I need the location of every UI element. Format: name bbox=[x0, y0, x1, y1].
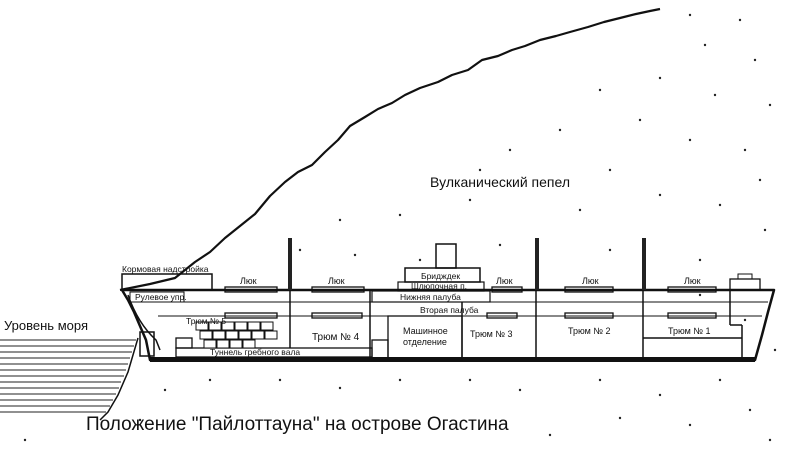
lower-deck-block bbox=[371, 290, 491, 303]
forecastle bbox=[729, 278, 761, 291]
mast-fwd-2 bbox=[642, 238, 646, 290]
funnel bbox=[435, 243, 457, 269]
volcanic-ash-label: Вулканический пепел bbox=[430, 174, 570, 190]
engine-room-label-2: отделение bbox=[403, 337, 447, 347]
bridge-deck-label: Бридждек bbox=[421, 271, 460, 281]
boat-deck-label: Шлюпочная п. bbox=[411, 281, 467, 291]
stern-superstructure-label: Кормовая надстройка bbox=[122, 264, 209, 274]
hatch-fwd-2-label: Люк bbox=[582, 276, 599, 286]
lower-deck-label: Нижняя палуба bbox=[400, 292, 461, 302]
hold-2-label: Трюм № 2 bbox=[568, 326, 611, 336]
hold-3-label: Трюм № 3 bbox=[470, 329, 513, 339]
second-deck-label: Вторая палуба bbox=[420, 305, 479, 315]
rudder bbox=[127, 294, 161, 351]
mast-fwd-1 bbox=[535, 238, 539, 290]
stern-superstructure bbox=[121, 273, 213, 291]
hatch-fwd-1-label: Люк bbox=[496, 276, 513, 286]
shaft-tunnel bbox=[175, 347, 373, 358]
figure-caption: Положение "Пайлоттауна" на острове Огаст… bbox=[86, 414, 509, 435]
engine-room bbox=[387, 315, 463, 361]
hold-5-label: Трюм № 5 bbox=[186, 316, 226, 326]
sea-level-label: Уровень моря bbox=[4, 318, 88, 333]
hold-4-label: Трюм № 4 bbox=[312, 332, 360, 343]
bulkheads bbox=[289, 290, 743, 360]
hatch-fwd-3-label: Люк bbox=[684, 276, 701, 286]
steering-gear-label: Рулевое упр. bbox=[135, 292, 187, 302]
hatch-aft-2-label: Люк bbox=[328, 276, 345, 286]
hatch-covers bbox=[224, 286, 717, 319]
hatch-aft-1-label: Люк bbox=[240, 276, 257, 286]
shaft-tunnel-label: Туннель гребного вала bbox=[210, 347, 300, 357]
ash-dots bbox=[23, 13, 777, 442]
sea-area bbox=[0, 337, 139, 421]
engine-room-label-1: Машинное bbox=[403, 326, 448, 336]
mast-aft bbox=[288, 238, 292, 290]
steering-gear-room bbox=[129, 291, 185, 303]
ash-slope-line bbox=[119, 7, 661, 292]
hold-5-cargo bbox=[195, 321, 278, 349]
hold-1-label: Трюм № 1 bbox=[668, 326, 711, 336]
